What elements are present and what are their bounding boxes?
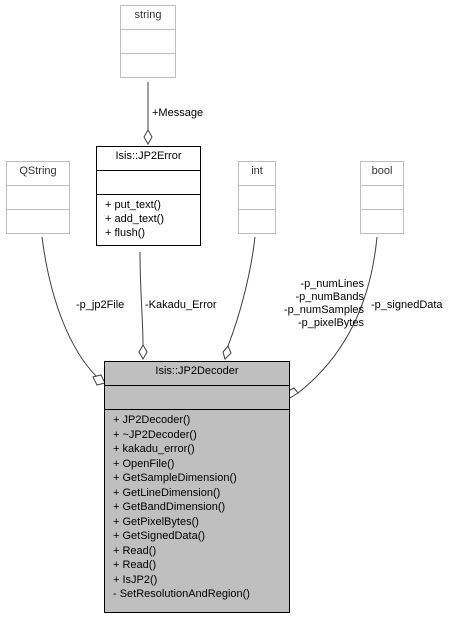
edge-signed-line	[297, 236, 378, 394]
class-jp2decoder-attributes	[105, 385, 289, 409]
class-int-methods	[239, 209, 275, 233]
edge-label-signed: -p_signedData	[371, 299, 443, 311]
method-getlinedimension: + GetLineDimension()	[113, 486, 221, 499]
edge-message-diamond	[143, 128, 153, 146]
edge-label-kakadu: -Kakadu_Error	[145, 299, 217, 311]
method-setresolutionandregion: - SetResolutionAndRegion()	[113, 588, 250, 600]
class-bool-attributes	[361, 185, 403, 209]
class-jp2error-methods: + put_text() + add_text() + flush()	[97, 194, 200, 245]
class-bool-name: bool	[371, 165, 393, 177]
edge-label-int-members: -p_numLines -p_numBands -p_numSamples -p…	[236, 278, 364, 330]
method-put-text: + put_text()	[105, 199, 161, 211]
class-int[interactable]: int	[238, 161, 276, 234]
method-jp2decoder: + JP2Decoder()	[113, 414, 191, 426]
edge-label-numsamples: -p_numSamples	[283, 304, 364, 316]
edge-label-numlines: -p_numLines	[300, 278, 364, 290]
class-jp2decoder-name: Isis::JP2Decoder	[155, 365, 239, 377]
class-string-attributes	[121, 29, 175, 53]
class-bool-methods	[361, 209, 403, 233]
class-string-name: string	[134, 9, 162, 21]
class-qstring-attributes	[7, 185, 69, 209]
method-getpixelbytes: + GetPixelBytes()	[113, 515, 199, 528]
method-add-text: + add_text()	[105, 213, 165, 225]
method-read: + Read()	[113, 559, 157, 571]
method-isjp2: + IsJP2()	[113, 573, 158, 586]
method-getsampledimension: + GetSampleDimension()	[113, 472, 237, 484]
class-qstring-name: QString	[19, 165, 57, 177]
class-jp2decoder[interactable]: Isis::JP2Decoder + JP2Decoder() + ~JP2De…	[104, 361, 290, 613]
class-qstring-methods	[7, 209, 69, 233]
class-jp2decoder-methods: + JP2Decoder() + ~JP2Decoder() + kakadu_…	[105, 409, 289, 612]
edge-jp2file-diamond	[92, 374, 106, 386]
method-getbanddimension: + GetBandDimension()	[113, 501, 226, 513]
edge-kakadu-diamond	[138, 343, 148, 361]
class-qstring[interactable]: QString	[6, 161, 70, 234]
edge-int-diamond	[222, 345, 232, 360]
edge-kakadu-line	[139, 251, 144, 346]
edge-label-jp2file: -p_jp2File	[76, 299, 125, 311]
method-kakadu-error: + kakadu_error()	[113, 443, 195, 455]
class-jp2error[interactable]: Isis::JP2Error + put_text() + add_text()…	[96, 146, 201, 246]
edge-jp2file-line	[41, 236, 98, 378]
method-destructor: + ~JP2Decoder()	[113, 428, 197, 441]
edge-int-line	[227, 236, 256, 347]
method-flush: + flush()	[105, 227, 146, 239]
class-jp2error-name: Isis::JP2Error	[115, 150, 182, 162]
edge-label-numbands: -p_numBands	[295, 291, 365, 303]
edge-label-pixelbytes: -p_pixelBytes	[297, 317, 364, 329]
class-jp2error-attributes	[97, 170, 200, 194]
method-read: + Read()	[113, 544, 157, 557]
method-openfile: + OpenFile()	[113, 457, 175, 470]
class-int-name: int	[251, 165, 263, 177]
class-bool[interactable]: bool	[360, 161, 404, 234]
class-string[interactable]: string	[120, 5, 176, 78]
method-getsigneddata: + GetSignedData()	[113, 530, 206, 542]
class-string-methods	[121, 53, 175, 77]
edge-label-message: +Message	[152, 107, 204, 119]
class-int-attributes	[239, 185, 275, 209]
